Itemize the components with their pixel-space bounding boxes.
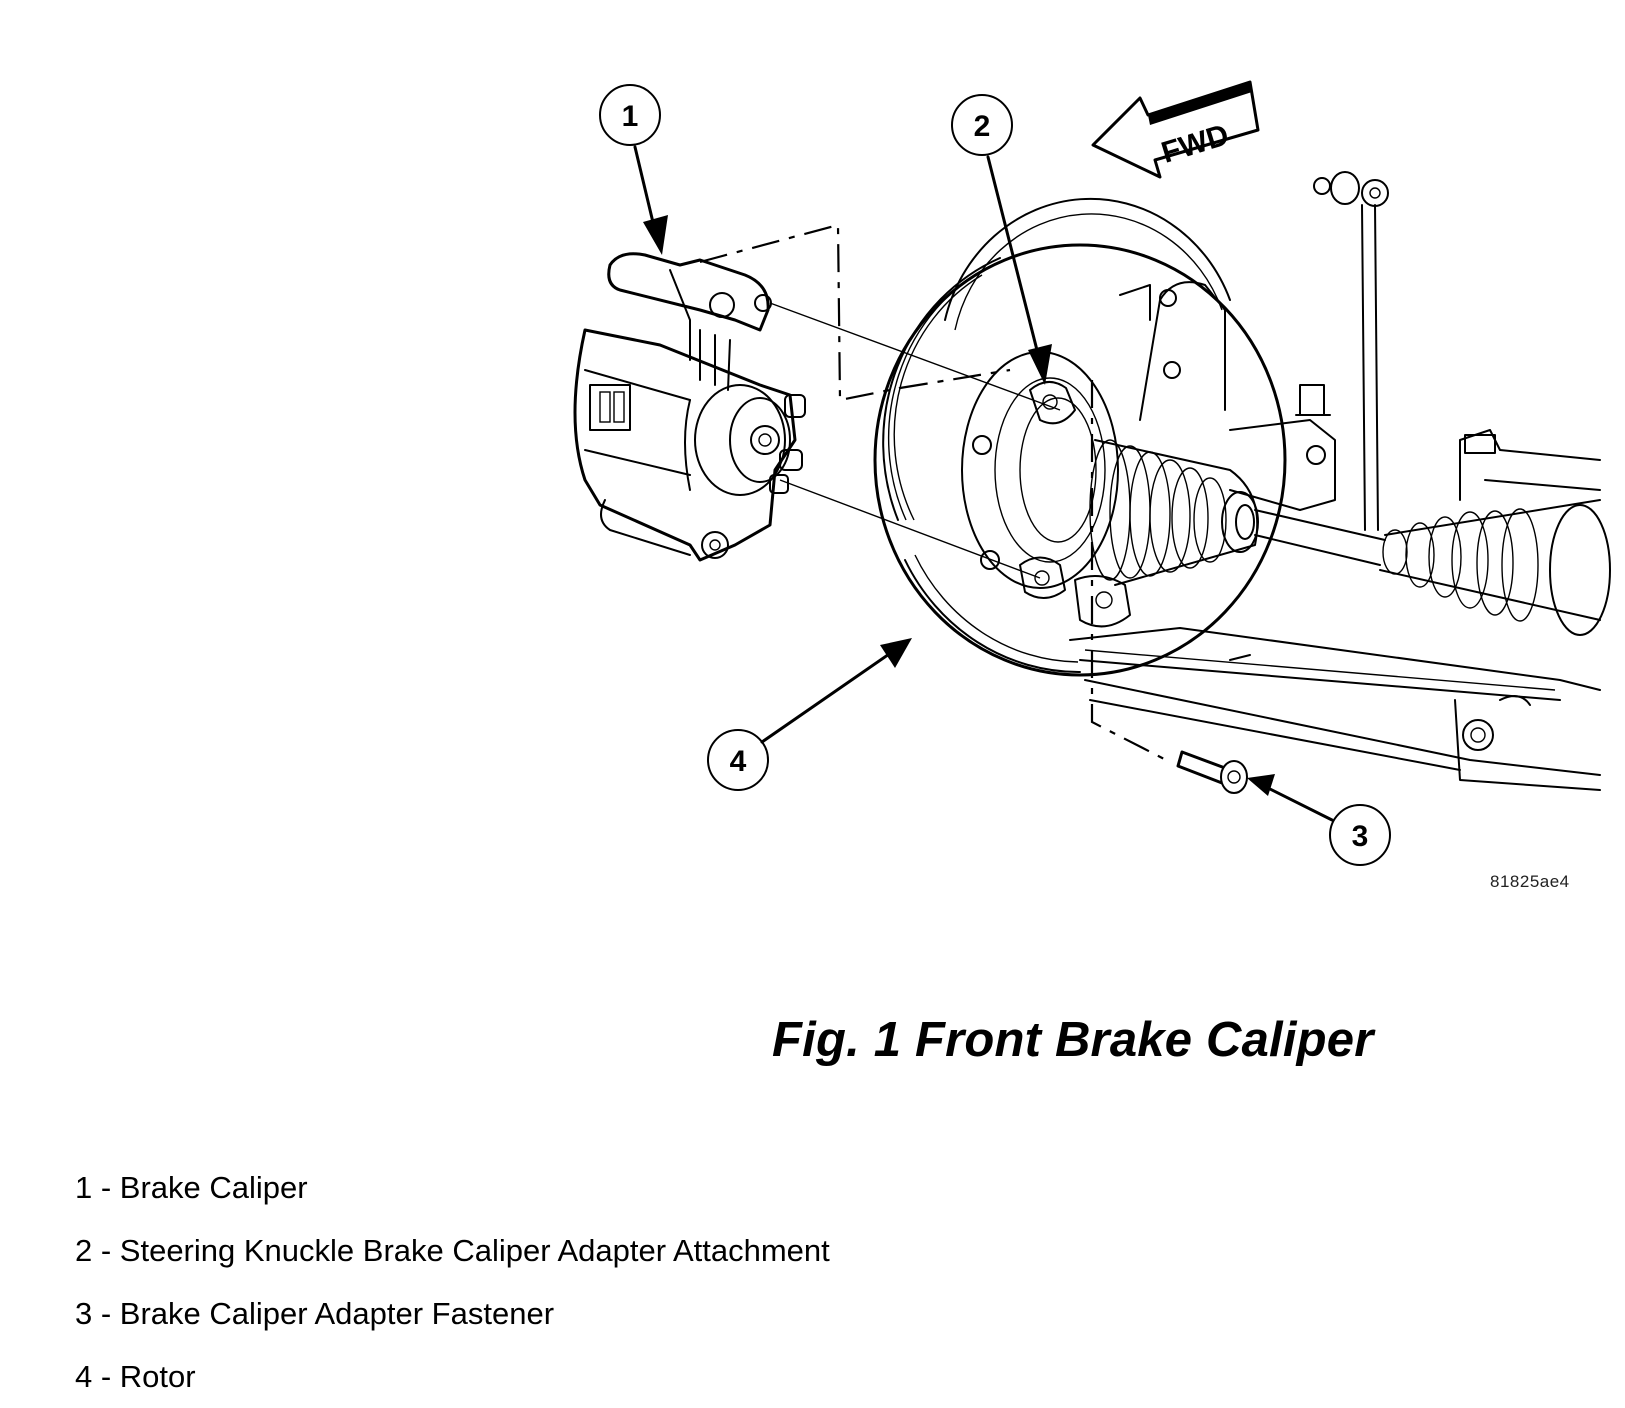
rotor-drawing	[873, 197, 1287, 677]
callout-legend: 1 - Brake Caliper 2 - Steering Knuckle B…	[75, 1156, 830, 1408]
brake-caliper-diagram: FWD 1 2 3 4 81825ae4	[573, 80, 1611, 891]
legend-item-1: 1 - Brake Caliper	[75, 1170, 308, 1205]
legend-item-4: 4 - Rotor	[75, 1359, 196, 1394]
callout-3: 3	[1247, 774, 1391, 866]
part-number: 81825ae4	[1490, 872, 1570, 891]
callout-4: 4	[707, 638, 912, 791]
figure-caption: Fig. 1 Front Brake Caliper	[772, 1013, 1374, 1067]
axle-boot-drawing	[1089, 439, 1611, 636]
assembly-lines	[699, 223, 1171, 763]
lower-control-arm-drawing	[1069, 627, 1601, 791]
callout-1: 1	[599, 84, 668, 255]
legend-item-2: 2 - Steering Knuckle Brake Caliper Adapt…	[75, 1233, 830, 1268]
fwd-label: FWD	[1158, 118, 1233, 170]
callout-2: 2	[951, 94, 1052, 385]
legend-item-3: 3 - Brake Caliper Adapter Fastener	[75, 1296, 555, 1331]
callout-2-number: 2	[974, 110, 991, 143]
callout-1-number: 1	[622, 100, 639, 133]
forward-direction-arrow: FWD	[1091, 80, 1260, 179]
stabilizer-link-drawing	[1229, 171, 1601, 531]
brake-caliper-drawing	[573, 252, 806, 562]
callout-3-number: 3	[1352, 820, 1369, 853]
adapter-fastener-drawing	[1176, 750, 1248, 794]
steering-knuckle-drawing	[1019, 281, 1226, 628]
callout-4-number: 4	[730, 745, 747, 778]
